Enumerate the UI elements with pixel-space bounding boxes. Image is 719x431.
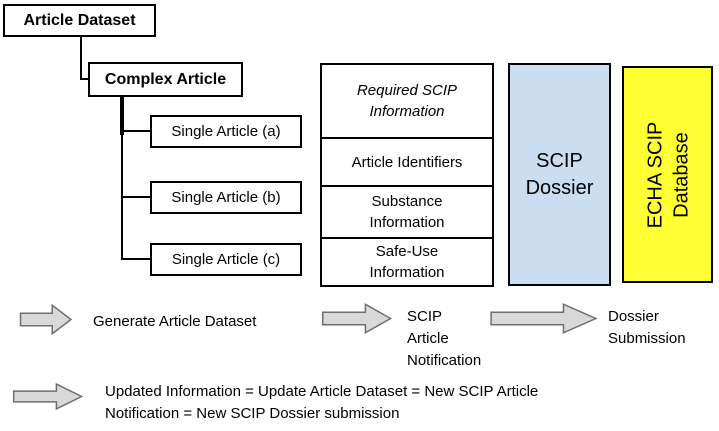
complex-article-box: Complex Article — [88, 62, 243, 97]
scip-article-notification-label: SCIP Article Notification — [407, 308, 482, 369]
connector-branch-c — [121, 258, 150, 260]
scip-info-row-article-identifiers: Article Identifiers — [322, 137, 492, 185]
arrow-right-icon — [20, 304, 72, 335]
connector-tree-vertical-thick — [120, 97, 124, 135]
single-article-c-box: Single Article (c) — [150, 243, 302, 276]
scip-dossier-box: SCIP Dossier — [508, 63, 611, 286]
connector-tree-vertical — [121, 97, 123, 260]
scip-info-table: Required SCIP Information Article Identi… — [320, 63, 494, 287]
article-dataset-box: Article Dataset — [3, 4, 156, 37]
update-note-label: Updated Information = Update Article Dat… — [105, 383, 539, 422]
scip-info-row-substance-information: Substance Information — [322, 185, 492, 237]
connector-branch-b — [121, 196, 150, 198]
connector-root-vertical — [80, 37, 82, 80]
generate-article-dataset-label: Generate Article Dataset — [93, 313, 257, 330]
connector-root-horizontal — [80, 78, 89, 80]
arrow-right-icon — [490, 303, 598, 334]
dossier-submission-label: Dossier Submission — [608, 308, 686, 347]
scip-info-table-header: Required SCIP Information — [356, 82, 458, 120]
arrow-right-icon — [322, 303, 392, 334]
connector-branch-a — [121, 130, 150, 132]
scip-info-row-safe-use-information: Safe-Use Information — [322, 237, 492, 285]
single-article-a-box: Single Article (a) — [150, 115, 302, 148]
echa-scip-database-box: ECHA SCIP Database — [622, 66, 713, 283]
single-article-b-box: Single Article (b) — [150, 181, 302, 214]
arrow-right-icon — [13, 383, 83, 410]
echa-scip-database-label: ECHA SCIP Database — [643, 121, 692, 228]
